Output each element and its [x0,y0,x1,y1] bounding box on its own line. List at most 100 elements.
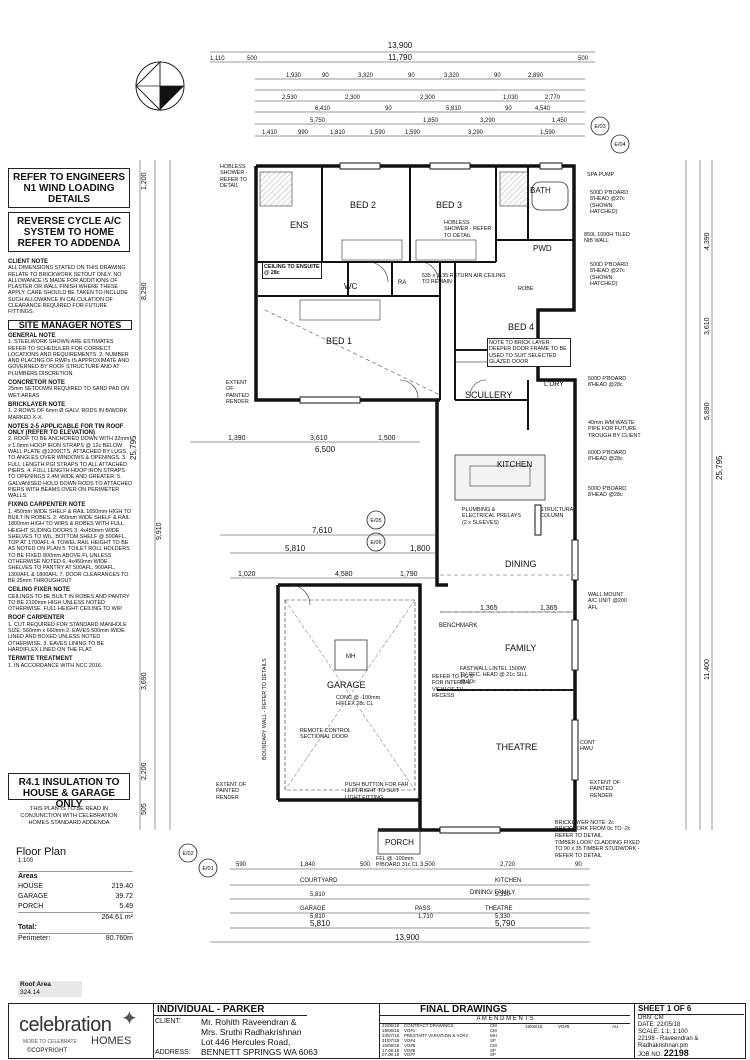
dim-mid-1790: 1,790 [400,571,418,578]
dim-top-r5-3: 1,450 [552,118,568,124]
pboard-note-3: 500D P'BOARD 8'HEAD @28c [588,376,627,389]
room-family: FAMILY [505,643,536,653]
general-note-body: 1. STEELWORK SHOWN ARE ESTIMATES REFER T… [8,339,130,377]
amend-desc: VO#1 [404,1027,416,1033]
room-bed3: BED 3 [436,200,462,210]
amend-date: 23/07/18 [382,1032,400,1038]
marker-labels: E/03 E/04 E/05 E/06 E/02 E/01 [182,124,625,872]
logo-area: celebration ✦ MORE TO CELEBRATE HOMES ©C… [9,1004,154,1058]
dim-top-r6-4: 1,590 [405,130,421,136]
boundary-wall-note: BOUNDARY WALL - REFER TO DETAILS [262,658,268,760]
dim-left-2: 25,795 [129,435,138,460]
room-ra: RA [398,280,406,286]
roof-area-title: Roof Area [20,981,51,988]
dim-top-r6-2: 1,810 [330,130,346,136]
pboard-note-1: 500D P'BOARD 8'HEAD @27c (SHOWN HATCHED) [590,190,629,215]
amend-date: 07.09.18 [382,1052,400,1058]
stage-title: FINAL DRAWINGS [420,1004,508,1015]
amend-desc: VO#4 [404,1037,416,1043]
amend-by: SP [490,1052,496,1058]
address-line-2: BENNETT SPRINGS WA 6063 [201,1047,318,1057]
hobless-shower-note-2: HOBLESS SHOWER - REFER TO DETAIL [444,220,492,239]
room-scullery: SCULLERY [465,390,512,400]
project-title: INDIVIDUAL - PARKER [154,1004,307,1016]
dim-bot-r3-0: 5,810 [310,914,326,920]
dim-top-r6-0: 1,410 [262,130,278,136]
dim-mid-1800: 1,800 [410,544,431,553]
top-dimension-lines [210,51,595,137]
room-ens: ENS [290,220,309,230]
dim-bot-r1-4: 2,720 [500,862,516,868]
logo-main: celebration [19,1014,112,1036]
dim-top-r1-3: 500 [578,56,589,62]
dim-top-r4-4: 4,540 [535,106,551,112]
dim-top-overall: 13,900 [388,41,413,50]
dim-left-4: 3,690 [141,672,148,690]
dim-top-r6-6: 1,590 [540,130,556,136]
amend-date: 16/08/18 [382,1042,400,1048]
job-number: 22198 [663,1048,689,1058]
r41-insulation-text: R4.1 INSULATION TO HOUSE & GARAGE ONLY [18,777,120,810]
dim-bot-r1-5: 90 [575,862,582,868]
dim-bot-r3-1: 1,710 [418,914,434,920]
drawn-by: DRN: CM [638,1015,664,1021]
amend-by: CM [490,1042,497,1048]
cont-hwu-note: CONT HWU [580,740,596,753]
dim-top-r2-6: 2,890 [528,73,544,79]
dim-bot-overall1-0: 5,810 [310,919,331,928]
hobless-shower-note-1: HOBLESS SHOWER - REFER TO DETAIL [220,164,248,189]
side-dimension-text: 1,200 8,290 25,795 9,910 3,690 2,200 505… [129,172,724,815]
amend-extra-desc: VO#8 [558,1024,570,1029]
dim-top-r3-3: 1,030 [503,95,519,101]
fixing-carpenter-title: FIXING CARPENTER NOTE [8,502,86,509]
plan-note: THIS PLAN IS TO BE READ IN CONJUNCTION W… [20,806,118,826]
push-button-note: PUSH BUTTON FOR FAR LEFT/RIGHT TO SUIT L… [345,782,409,801]
dim-top-r3-2: 2,300 [420,95,436,101]
dim-bot-label-theatre: THEATRE [485,906,513,912]
return-air-note: 535 x 1135 RETURN AIR CEILING TO REMAIN [422,273,506,286]
roof-area-value: 324.14 [20,989,40,996]
dim-bot-r1-2: 500 [360,862,371,868]
dim-mid-1500: 1,500 [378,435,396,442]
dim-top-r5-1: 1,850 [423,118,439,124]
roof-carpenter-title: ROOF CARPENTER [8,615,65,622]
dim-left-3: 9,910 [156,522,163,540]
amend-desc: VO#6 [404,1047,416,1053]
amend-date: 17.08.18 [382,1047,400,1053]
fixing-carpenter-body: 1. 450mm WIDE SHELF & RAIL 1650mm HIGH T… [8,508,132,584]
roof-area-box: Roof Area 324.14 [18,981,82,997]
dim-top-r1-0: 1,110 [210,56,225,62]
amend-desc: CONTRACT DRAWINGS [404,1023,454,1028]
title-block: celebration ✦ MORE TO CELEBRATE HOMES ©C… [8,1003,746,1059]
engineers-note-box: REFER TO ENGINEERS N1 WIND LOADING DETAI… [8,168,130,208]
room-ldry: L'DRY [544,381,564,388]
amend-desc: VO#5 [404,1042,416,1048]
dim-top-r4-3: 90 [505,106,512,112]
room-labels: BED 2 BED 3 BATH ENS PWD WC BED 1 BED 4 … [290,186,564,847]
amendment-row: 07.09.18 VO#7 SP [382,1052,630,1058]
dim-bot-label-kitchen: KITCHEN [495,878,521,884]
concretor-note-title: CONCRETOR NOTE [8,380,65,387]
logo-homes: HOMES [91,1035,132,1047]
reverse-cycle-note-box: REVERSE CYCLE A/C SYSTEM TO HOME REFER T… [8,212,130,252]
floor-plan-scale: 1:100 [18,858,34,864]
dim-top-r2-3: 90 [408,73,415,79]
client-line-1: Mr. Rohith Raveendran & [201,1017,297,1027]
pboard-note-4: 600D P'BOARD 8'HEAD @28c [588,450,627,463]
dim-top-r1-1: 500 [247,56,258,62]
amend-by: SP [490,1037,496,1043]
porch-slab [377,829,421,855]
amend-desc: VO#7 [404,1052,416,1058]
amend-by: MH [490,1032,497,1038]
timber-cladding-note: TIMBER LOOK' CLADDING FIXED TO 90 x 35 T… [555,840,640,859]
dim-right-3: 25,795 [715,455,724,480]
dim-bot-label-courtyard: COURTYARD [300,878,338,884]
dim-top-r4-1: 90 [385,106,392,112]
dim-left-5: 2,200 [141,762,148,780]
structural-column-note: STRUCTURAL COLUMN [540,507,577,520]
notes-2-5-body: 2. ROOF TO BE ANCHORED DOWN WITH 32mm x … [8,436,132,500]
